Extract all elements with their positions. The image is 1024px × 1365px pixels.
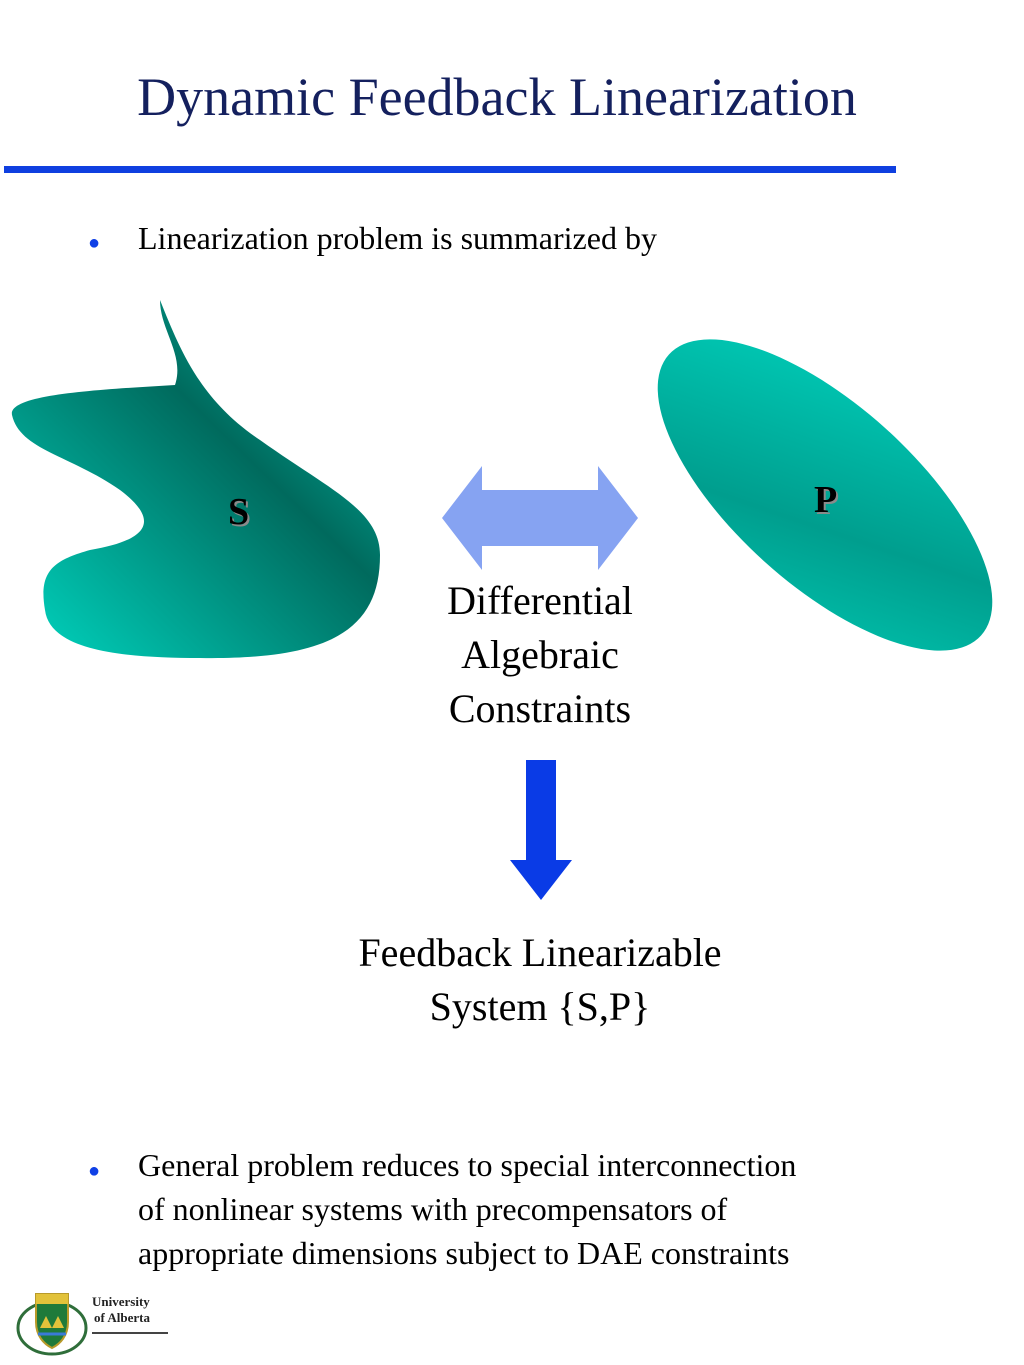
logo-line-2: of Alberta (94, 1310, 150, 1325)
constraints-label: Differential Algebraic Constraints (400, 574, 680, 736)
label-s: S (228, 491, 250, 533)
bullet-2-text: General problem reduces to special inter… (138, 1143, 796, 1275)
shape-s (11, 300, 380, 659)
shape-p (657, 339, 993, 651)
bullet-2-line-3: appropriate dimensions subject to DAE co… (138, 1235, 790, 1271)
bullet-2-line-2: of nonlinear systems with precompensator… (138, 1191, 728, 1227)
logo-line-1: University (92, 1294, 150, 1309)
result-label: Feedback Linearizable System {S,P} (290, 926, 790, 1034)
result-line-2: System {S,P} (429, 984, 651, 1029)
bullet-dot-icon: ● (88, 1160, 101, 1182)
slide-title: Dynamic Feedback Linearization (137, 67, 857, 127)
logo-rule (92, 1332, 168, 1334)
double-arrow-icon (442, 466, 638, 570)
result-line-1: Feedback Linearizable (358, 930, 722, 975)
constraints-line-2: Algebraic (461, 632, 619, 677)
bullet-2-line-1: General problem reduces to special inter… (138, 1147, 797, 1183)
bullet-1-text: Linearization problem is summarized by (138, 220, 657, 256)
logo-text: University of Alberta (92, 1294, 150, 1326)
bullet-dot-icon: ● (88, 232, 101, 254)
down-arrow-icon (510, 760, 572, 900)
title-rule (4, 166, 896, 173)
label-p: P (814, 479, 838, 521)
constraints-line-1: Differential (447, 578, 633, 623)
constraints-line-3: Constraints (448, 686, 632, 731)
university-crest-icon (16, 1293, 88, 1356)
